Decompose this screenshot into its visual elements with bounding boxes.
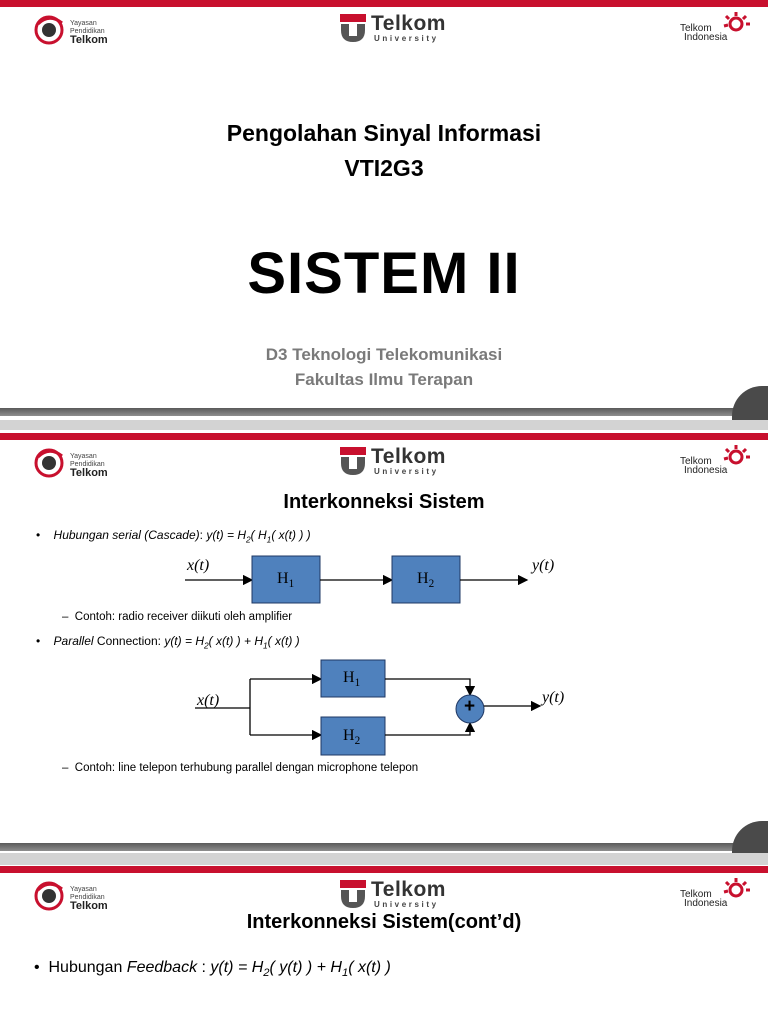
footer-tab (732, 386, 768, 420)
telkom-indonesia-line2: Indonesia (684, 898, 728, 909)
telkom-university-logo: Telkom University (338, 878, 458, 912)
telkom-university-name: Telkom (371, 878, 446, 901)
parallel-label-italic: Parallel (53, 634, 94, 648)
program-name: D3 Teknologi Telekomunikasi (265, 345, 503, 364)
telkom-indonesia-sun-icon (723, 878, 750, 898)
cascade-output-label: y(t) (532, 557, 555, 574)
telkom-indonesia-line1: Telkom (680, 23, 712, 34)
telkom-university-sub: University (374, 34, 439, 43)
telkom-indonesia-line1: Telkom (680, 889, 712, 900)
yayasan-emblem-icon (34, 15, 64, 45)
parallel-input-label: x(t) (197, 692, 220, 709)
parallel-block-h1 (320, 659, 386, 698)
bullet-cascade: • Hubungan serial (Cascade): y(t) = H2( … (36, 528, 311, 545)
cascade-block-h1 (251, 555, 321, 604)
telkom-text: Telkom (70, 900, 108, 912)
pendidikan-text: Pendidikan (70, 28, 105, 35)
parallel-block-h2 (320, 716, 386, 756)
cascade-h1-text: H1 (277, 570, 295, 591)
bullet-dot: • (36, 528, 54, 542)
slide-title: Interkonneksi Sistem (283, 491, 485, 513)
telkom-university-sub: University (374, 467, 439, 476)
cascade-input-label: x(t) (187, 557, 210, 574)
telkom-university-name: Telkom (371, 12, 446, 35)
slide-3: Yayasan Pendidikan Telkom Telkom Univers… (0, 866, 768, 1024)
telkom-indonesia-line2: Indonesia (684, 465, 728, 476)
course-code: VTI2G3 (344, 155, 424, 181)
yayasan-text: Yayasan (70, 453, 97, 460)
footer-band (0, 408, 768, 416)
parallel-example-text: Contoh: line telepon terhubung parallel … (74, 762, 419, 774)
cascade-h2-text: H2 (417, 570, 435, 591)
footer-band (0, 843, 768, 851)
cascade-h1-label: H1 (277, 570, 294, 590)
parallel-output-label: y(t) (542, 689, 565, 706)
telkom-indonesia-line1: Telkom (680, 456, 712, 467)
telkom-university-name: Telkom (371, 445, 446, 468)
yayasan-emblem-icon (34, 448, 64, 478)
telkom-university-logo: Telkom University (338, 445, 458, 479)
bullet-dot: • (34, 959, 49, 976)
bullet-parallel: • Parallel Connection: y(t) = H2( x(t) )… (36, 634, 300, 651)
yayasan-text: Yayasan (70, 20, 97, 27)
dash-mark: – (62, 611, 75, 623)
faculty-name: Fakultas Ilmu Terapan (294, 370, 474, 389)
dash-parallel-example: – Contoh: line telepon terhubung paralle… (62, 762, 418, 774)
cascade-example-text: Contoh: radio receiver diikuti oleh ampl… (74, 611, 293, 623)
parallel-label: Connection (96, 634, 158, 648)
telkom-text: Telkom (70, 34, 108, 46)
cascade-diagram (185, 555, 529, 604)
yayasan-pendidikan-telkom-logo: Yayasan Pendidikan Telkom (34, 879, 124, 913)
slide-gap (0, 420, 768, 430)
cascade-block-h2 (391, 555, 461, 604)
telkom-indonesia-sun-icon (723, 12, 750, 32)
feedback-label-italic: Feedback (126, 959, 198, 976)
cascade-formula: y(t) = H2( H1( x(t) ) ) (206, 528, 311, 545)
bullet-dot: • (36, 634, 54, 648)
yayasan-pendidikan-telkom-logo: Yayasan Pendidikan Telkom (34, 13, 124, 47)
telkom-text: Telkom (70, 467, 108, 479)
parallel-h1-label: H1 (343, 669, 361, 690)
slide-main-title: SISTEM II (247, 241, 521, 306)
summing-junction (455, 694, 485, 724)
top-red-bar (0, 0, 768, 7)
pendidikan-text: Pendidikan (70, 894, 105, 901)
slide-2: Yayasan Pendidikan Telkom Telkom Univers… (0, 433, 768, 853)
telkom-university-logo: Telkom University (338, 12, 458, 46)
yayasan-pendidikan-telkom-logo: Yayasan Pendidikan Telkom (34, 446, 124, 480)
telkom-indonesia-line2: Indonesia (684, 32, 728, 43)
parallel-h2-label: H2 (343, 727, 361, 748)
block-diagrams (185, 555, 542, 756)
telkom-university-emblem-icon (340, 447, 366, 475)
top-red-bar (0, 433, 768, 440)
feedback-label: Hubungan (48, 959, 123, 976)
slide-1: Yayasan Pendidikan Telkom Telkom Univers… (0, 0, 768, 420)
dash-mark: – (62, 762, 75, 774)
dash-cascade-example: – Contoh: radio receiver diikuti oleh am… (62, 611, 292, 623)
parallel-diagram (195, 659, 542, 756)
telkom-university-sub: University (374, 900, 439, 909)
pendidikan-text: Pendidikan (70, 461, 105, 468)
parallel-formula: y(t) = H2( x(t) ) + H1( x(t) ) (164, 634, 300, 651)
telkom-indonesia-logo: Telkom Indonesia (680, 878, 755, 909)
telkom-indonesia-sun-icon (723, 445, 750, 465)
slide-gap (0, 853, 768, 865)
telkom-university-emblem-icon (340, 14, 366, 42)
course-title: Pengolahan Sinyal Informasi (226, 120, 542, 146)
yayasan-text: Yayasan (70, 886, 97, 893)
yayasan-emblem-icon (34, 881, 64, 911)
telkom-indonesia-logo: Telkom Indonesia (680, 445, 755, 476)
cascade-h2-label: H2 (417, 570, 434, 590)
telkom-university-emblem-icon (340, 880, 366, 908)
feedback-formula: y(t) = H2( y(t) ) + H1( x(t) ) (210, 959, 391, 980)
telkom-indonesia-logo: Telkom Indonesia (680, 12, 755, 43)
slide-title: Interkonneksi Sistem(cont’d) (246, 911, 522, 933)
sum-symbol: + (464, 696, 476, 717)
bullet-feedback: • Hubungan Feedback : y(t) = H2( y(t) ) … (34, 959, 391, 980)
cascade-label: Hubungan serial (Cascade) (53, 528, 200, 542)
top-red-bar (0, 866, 768, 873)
